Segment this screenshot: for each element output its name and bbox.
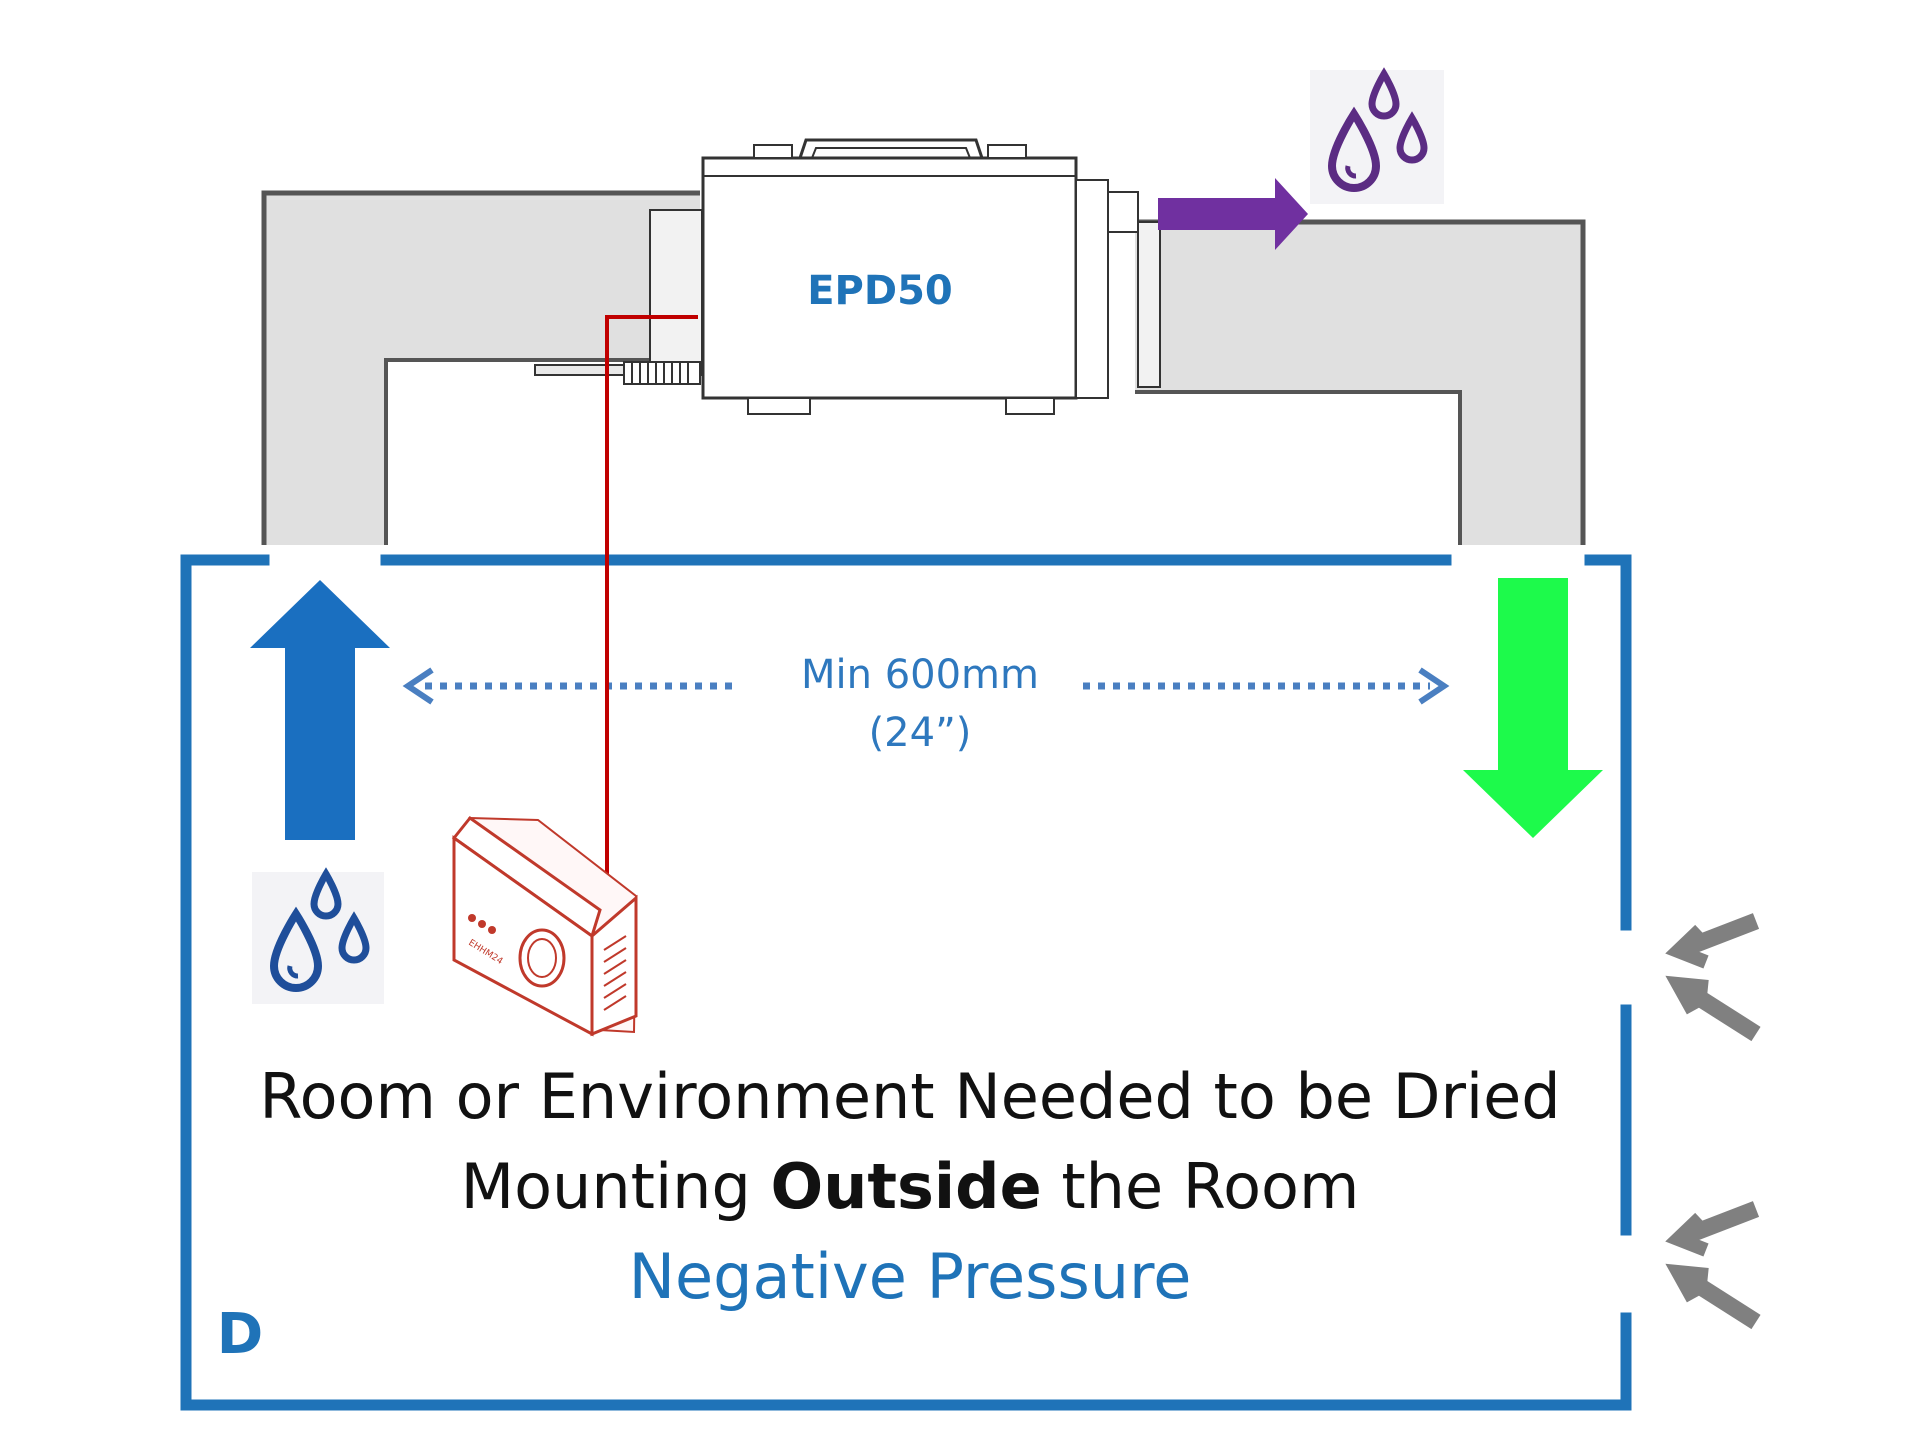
caption-mounting-suffix: the Room [1041,1150,1360,1223]
air-leak-arrows-top [1665,913,1761,1042]
distance-double-headed-arrow-icon [402,667,1450,705]
diagram-letter: D [216,1302,264,1367]
humidistat-controller-icon [451,815,638,1037]
supply-down-arrow-icon [1463,578,1603,838]
dehumidifier-unit [534,138,1161,415]
wet-air-water-drops-icon [252,872,384,1004]
min-distance-label: Min 600mm [801,652,1039,698]
min-distance-imperial-label: (24”) [868,710,972,756]
air-leak-arrows-bottom [1665,1201,1761,1330]
exhaust-arrow [1158,178,1308,250]
caption-room: Room or Environment Needed to be Dried [259,1060,1561,1133]
control-cable [605,315,698,882]
intake-up-arrow-icon [250,580,390,840]
unit-model-label: EPD50 [807,268,953,314]
exhaust-water-drops-icon [1310,70,1444,204]
duct-right [1135,219,1586,545]
caption-mounting-emphasis: Outside [770,1150,1042,1223]
duct-left [261,190,700,545]
caption-mounting-prefix: Mounting [460,1150,771,1223]
caption-pressure: Negative Pressure [628,1240,1192,1313]
drain-hose [623,361,701,385]
room-outline [180,554,1632,1411]
caption-mounting: Mounting Outside the Room [200,1150,1620,1223]
